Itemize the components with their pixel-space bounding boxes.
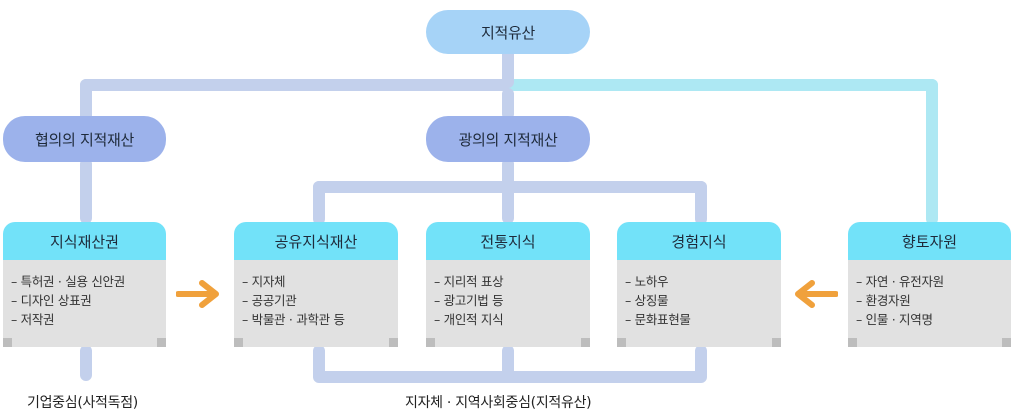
card-list: – 특허권 · 실용 신안권 – 디자인 상표권 – 저작권 xyxy=(3,272,166,329)
card-local-resources: 향토자원 – 자연 · 유전자원 – 환경자원 – 인물 · 지역명 xyxy=(848,222,1011,347)
corner-square xyxy=(848,338,857,347)
corner-square xyxy=(581,338,590,347)
broad-ip-node: 광의의 지적재산 xyxy=(426,116,590,162)
list-item: – 환경자원 xyxy=(856,293,911,308)
card-title: 지식재산권 xyxy=(49,232,119,251)
connector-bottom-left-stub xyxy=(80,345,92,381)
list-item: – 인물 · 지역명 xyxy=(856,312,933,327)
corner-square xyxy=(1002,338,1011,347)
connector-top-right xyxy=(508,79,938,91)
card-list: – 지자체 – 공공기관 – 박물관 · 과학관 등 xyxy=(234,272,398,329)
root-node: 지적유산 xyxy=(426,10,590,54)
corner-square xyxy=(3,338,12,347)
card-title: 공유지식재산 xyxy=(274,232,358,251)
card-list: – 자연 · 유전자원 – 환경자원 – 인물 · 지역명 xyxy=(848,272,1011,329)
card-header: 경험지식 xyxy=(617,222,781,260)
list-item: – 디자인 상표권 xyxy=(11,293,92,308)
list-item: – 문화표현물 xyxy=(625,312,691,327)
root-node-label: 지적유산 xyxy=(480,23,535,42)
card-shared-ip: 공유지식재산 – 지자체 – 공공기관 – 박물관 · 과학관 등 xyxy=(234,222,398,347)
connector-top-left xyxy=(80,79,514,91)
card-body: – 특허권 · 실용 신안권 – 디자인 상표권 – 저작권 xyxy=(3,260,166,347)
card-header: 지식재산권 xyxy=(3,222,166,260)
corner-square xyxy=(426,338,435,347)
card-body: – 자연 · 유전자원 – 환경자원 – 인물 · 지역명 xyxy=(848,260,1011,347)
list-item: – 광고기법 등 xyxy=(434,293,504,308)
broad-ip-label: 광의의 지적재산 xyxy=(458,130,558,149)
connector-right-down xyxy=(926,79,938,225)
connector-root-down xyxy=(502,48,514,88)
list-item: – 노하우 xyxy=(625,274,669,289)
card-traditional-knowledge: 전통지식 – 지리적 표상 – 광고기법 등 – 개인적 지식 xyxy=(426,222,590,347)
arrow-right-icon xyxy=(176,280,219,308)
card-experiential-knowledge: 경험지식 – 노하우 – 상징물 – 문화표현물 xyxy=(617,222,781,347)
narrow-ip-node: 협의의 지적재산 xyxy=(3,116,166,162)
connector-narrow-down xyxy=(80,158,92,224)
arrow-left-icon xyxy=(795,280,838,308)
list-item: – 저작권 xyxy=(11,312,55,327)
card-title: 전통지식 xyxy=(480,232,536,251)
list-item: – 개인적 지식 xyxy=(434,312,504,327)
list-item: – 특허권 · 실용 신안권 xyxy=(11,274,125,289)
list-item: – 지리적 표상 xyxy=(434,274,504,289)
list-item: – 자연 · 유전자원 xyxy=(856,274,944,289)
card-list: – 노하우 – 상징물 – 문화표현물 xyxy=(617,272,781,329)
corner-square xyxy=(389,338,398,347)
list-item: – 지자체 xyxy=(242,274,286,289)
card-title: 향토자원 xyxy=(901,232,958,251)
connector-broad-up xyxy=(502,88,514,120)
corner-square xyxy=(234,338,243,347)
connector-bottom-right-leg xyxy=(695,345,707,381)
corner-square xyxy=(617,338,626,347)
card-body: – 지자체 – 공공기관 – 박물관 · 과학관 등 xyxy=(234,260,398,347)
connector-bracket-left-leg xyxy=(313,181,325,225)
connector-bracket-right-leg xyxy=(695,181,707,225)
connector-left-down xyxy=(80,79,92,123)
card-body: – 지리적 표상 – 광고기법 등 – 개인적 지식 xyxy=(426,260,590,347)
caption-corporate: 기업중심(사적독점) xyxy=(27,395,138,411)
card-header: 향토자원 xyxy=(848,222,1011,260)
list-item: – 상징물 xyxy=(625,293,669,308)
corner-square xyxy=(157,338,166,347)
list-item: – 박물관 · 과학관 등 xyxy=(242,312,345,327)
card-list: – 지리적 표상 – 광고기법 등 – 개인적 지식 xyxy=(426,272,590,329)
card-header: 전통지식 xyxy=(426,222,590,260)
narrow-ip-label: 협의의 지적재산 xyxy=(35,130,134,149)
connector-mid-bracket xyxy=(313,181,707,193)
corner-square xyxy=(772,338,781,347)
list-item: – 공공기관 xyxy=(242,293,297,308)
card-title: 경험지식 xyxy=(671,232,727,251)
caption-community: 지자체 · 지역사회중심(지적유산) xyxy=(405,395,592,411)
connector-bottom-left-leg xyxy=(313,345,325,381)
card-ip-rights: 지식재산권 – 특허권 · 실용 신안권 – 디자인 상표권 – 저작권 xyxy=(3,222,166,347)
card-body: – 노하우 – 상징물 – 문화표현물 xyxy=(617,260,781,347)
card-header: 공유지식재산 xyxy=(234,222,398,260)
connector-bottom-mid-leg xyxy=(502,345,514,381)
